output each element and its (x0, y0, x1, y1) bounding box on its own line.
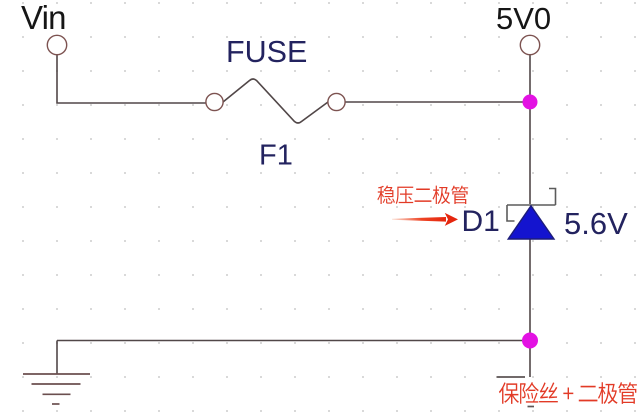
svg-text:5V0: 5V0 (496, 1, 551, 36)
svg-text:Vin: Vin (21, 0, 66, 36)
svg-text:F1: F1 (259, 140, 293, 172)
svg-text:FUSE: FUSE (226, 35, 307, 69)
svg-text:5.6V: 5.6V (564, 206, 628, 241)
svg-text:D1: D1 (462, 205, 500, 238)
